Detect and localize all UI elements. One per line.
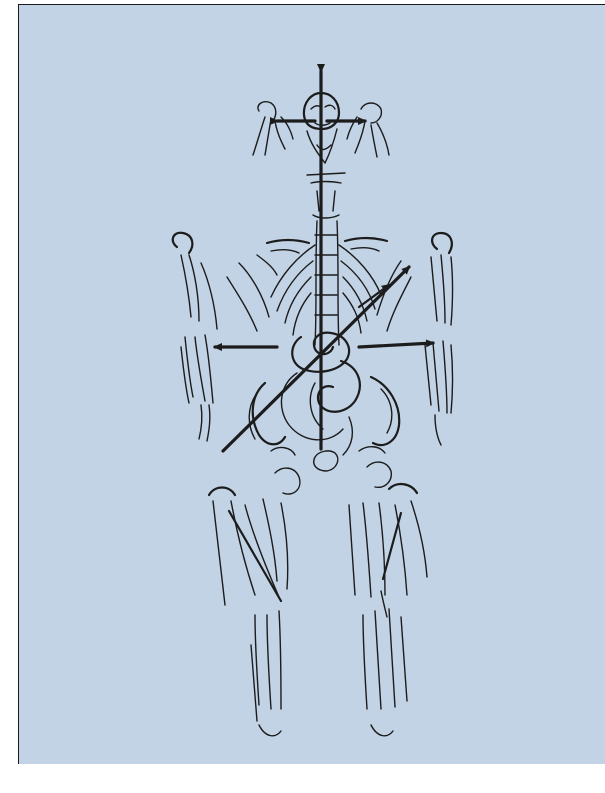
neck (307, 173, 345, 218)
leg-crossing-strokes (229, 511, 401, 601)
spine (315, 221, 339, 345)
left-arm (173, 233, 217, 441)
pelvis (249, 377, 399, 471)
shoulders (267, 238, 387, 253)
right-upper-hand (347, 103, 389, 157)
skeleton-sketch (19, 5, 605, 764)
left-upper-hand (253, 102, 293, 155)
right-leg (349, 462, 427, 736)
left-leg (209, 468, 300, 736)
right-horizontal-arrow (359, 343, 433, 347)
right-arm (425, 233, 453, 445)
figure-panel (18, 4, 605, 764)
